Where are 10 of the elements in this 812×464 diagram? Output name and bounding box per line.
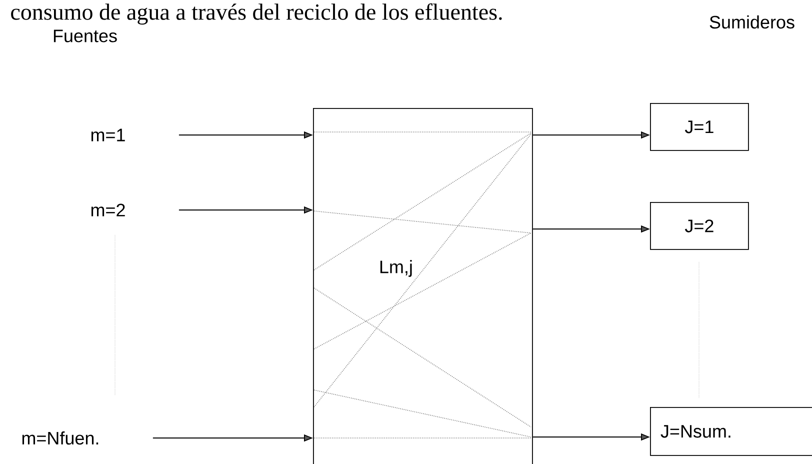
source-label: m=2 [91,204,125,216]
mixing-box: Lm,j [313,108,533,464]
sink-box: J=1 [650,103,749,151]
column-heading: Sumideros [710,15,794,29]
source-label: m=Nfuen. [22,431,98,445]
sink-box: J=Nsum. [650,407,812,456]
heading-text: consumo de agua a través del reciclo de los efluentes. [11,3,502,25]
column-heading: Fuentes [54,30,117,42]
sink-box: J=2 [650,202,749,250]
source-label: m=1 [91,128,125,142]
